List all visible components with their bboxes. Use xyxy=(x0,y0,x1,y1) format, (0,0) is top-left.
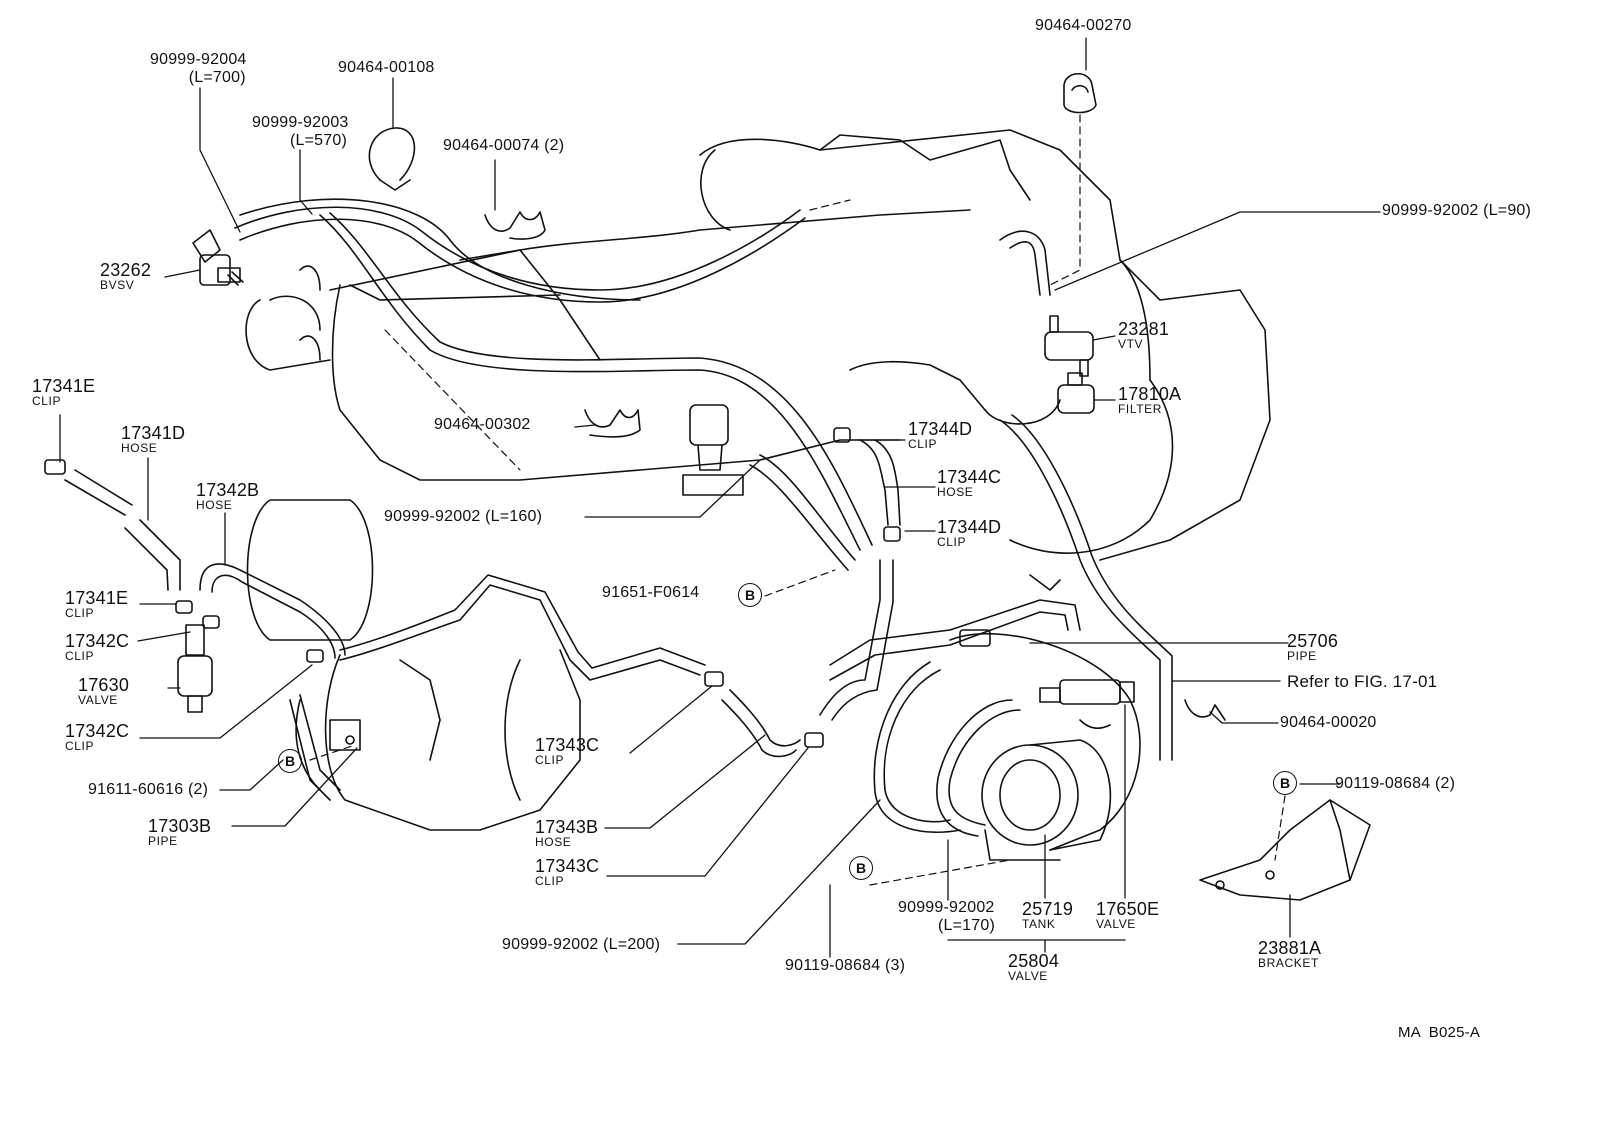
label-17344d-top: 17344D CLIP xyxy=(908,419,973,451)
label-25804: 25804 VALVE xyxy=(1008,951,1060,983)
label-23881a: 23881A BRACKET xyxy=(1258,938,1322,970)
label-17810a: 17810A FILTER xyxy=(1118,384,1182,416)
bracket-23881a xyxy=(1199,799,1371,901)
label-17342b: 17342B HOSE xyxy=(196,480,260,512)
label-17343c-bottom: 17343C CLIP xyxy=(535,856,600,888)
vacuum-hoses xyxy=(64,198,1173,837)
label-17343c-top: 17343C CLIP xyxy=(535,735,600,767)
label-90119-08684-2: 90119-08684 (2) xyxy=(1335,775,1456,792)
label-17343b: 17343B HOSE xyxy=(535,817,599,849)
pipe-bracket-17303b xyxy=(329,719,361,751)
ref-marker-b: B xyxy=(849,856,873,880)
label-23262: 23262 BVSV xyxy=(100,260,152,292)
label-17341d: 17341D HOSE xyxy=(121,423,186,455)
label-90999-92002-l170: 90999-92002 (L=170) xyxy=(898,899,995,934)
small-clips xyxy=(44,427,991,748)
ref-marker-b: B xyxy=(278,749,302,773)
label-25706: 25706 PIPE xyxy=(1287,631,1339,663)
label-90464-00302: 90464-00302 xyxy=(434,416,531,433)
label-17344d-bottom: 17344D CLIP xyxy=(937,517,1002,549)
valve-17630 xyxy=(177,624,213,713)
engine-outline xyxy=(245,129,1271,561)
label-25719: 25719 TANK xyxy=(1022,899,1074,931)
label-90464-00020: 90464-00020 xyxy=(1280,714,1377,731)
label-91651-f0614: 91651-F0614 xyxy=(602,584,700,601)
metal-pipes xyxy=(289,559,1081,801)
label-91611-60616: 91611-60616 (2) xyxy=(88,781,209,798)
label-17342c-bottom: 17342C CLIP xyxy=(65,721,130,753)
label-90119-08684-3: 90119-08684 (3) xyxy=(785,957,906,974)
label-90464-00108: 90464-00108 xyxy=(338,59,435,76)
label-refer-fig: Refer to FIG. 17-01 xyxy=(1287,672,1438,691)
label-23281: 23281 VTV xyxy=(1118,319,1170,351)
transmission-outline xyxy=(246,499,581,831)
leader-lines xyxy=(59,37,1381,958)
label-17341e-bottom: 17341E CLIP xyxy=(65,588,129,620)
tank-25719 xyxy=(981,739,1112,861)
label-17341e-top: 17341E CLIP xyxy=(32,376,96,408)
vtv-valve xyxy=(1044,315,1094,377)
label-90464-00270: 90464-00270 xyxy=(1035,17,1132,34)
label-90999-92002-l200: 90999-92002 (L=200) xyxy=(502,936,661,953)
label-17650e: 17650E VALVE xyxy=(1096,899,1160,931)
top-clip xyxy=(1063,72,1097,114)
drawing-code: MA B025-A xyxy=(1398,1024,1481,1041)
dashed-refs xyxy=(309,114,1286,886)
label-90999-92002-l160: 90999-92002 (L=160) xyxy=(384,508,543,525)
valve-17650e xyxy=(1039,679,1135,705)
gearbox-right-outline xyxy=(949,632,1141,851)
label-17342c-top: 17342C CLIP xyxy=(65,631,130,663)
ref-marker-b: B xyxy=(1273,771,1297,795)
bvsv-valve xyxy=(192,229,244,286)
label-17344c: 17344C HOSE xyxy=(937,467,1002,499)
twin-clips xyxy=(484,211,1226,721)
ring-clip xyxy=(368,127,416,191)
label-17630: 17630 VALVE xyxy=(78,675,130,707)
label-90999-92003: 90999-92003 (L=570) xyxy=(252,114,349,149)
label-17303b: 17303B PIPE xyxy=(148,816,212,848)
label-90464-00074: 90464-00074 (2) xyxy=(443,137,565,154)
label-90999-92004: 90999-92004 (L=700) xyxy=(150,51,247,86)
label-90999-92002-l90: 90999-92002 (L=90) xyxy=(1382,202,1532,219)
egr-valve xyxy=(682,404,744,496)
filter xyxy=(1057,372,1095,414)
ref-marker-b: B xyxy=(738,583,762,607)
